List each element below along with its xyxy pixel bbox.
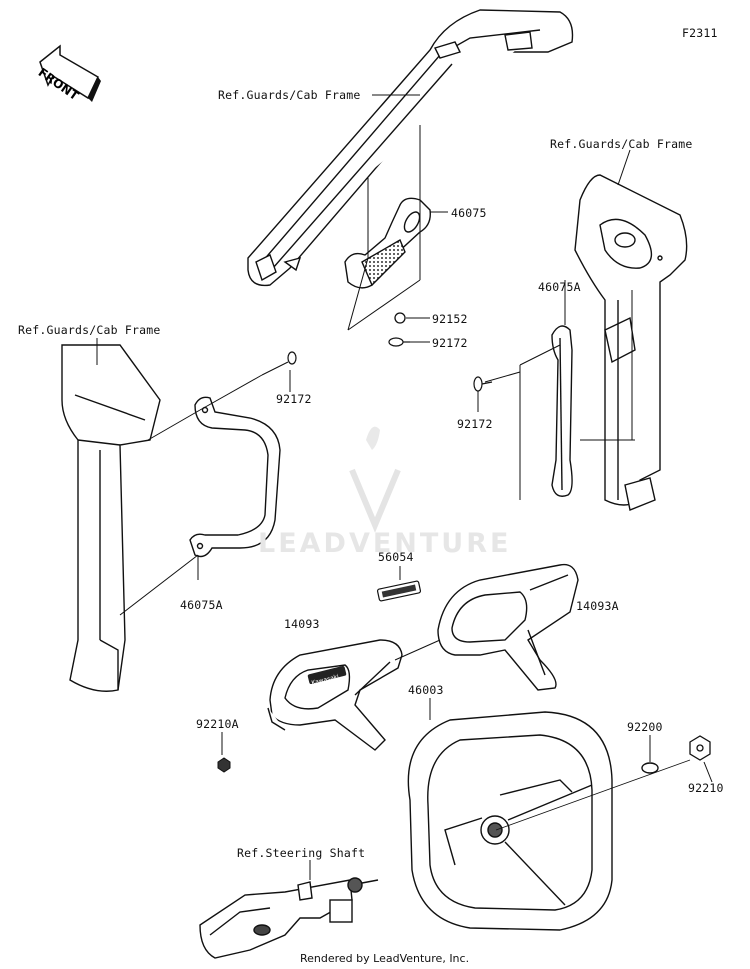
nut-92210a	[217, 757, 231, 773]
washer-92200	[641, 762, 659, 774]
label-46075: 46075	[451, 206, 487, 220]
cover-14093a	[437, 563, 579, 691]
cab-frame-right	[574, 174, 688, 511]
label-ref-cab-left: Ref.Guards/Cab Frame	[18, 323, 161, 337]
label-92210a: 92210A	[196, 717, 239, 731]
grab-handle-46075a-left	[189, 396, 281, 558]
leader-92210	[703, 761, 713, 783]
assembly-line-covers	[394, 639, 441, 661]
label-14093: 14093	[284, 617, 320, 631]
bolt-92152	[394, 312, 406, 324]
emblem-14093	[307, 665, 347, 685]
assembly-line-wheel	[495, 759, 691, 831]
cab-frame-top	[247, 9, 574, 287]
cab-frame-left	[61, 344, 161, 692]
label-92172-top: 92172	[432, 336, 468, 350]
label-92152: 92152	[432, 312, 468, 326]
label-ref-cab-top: Ref.Guards/Cab Frame	[218, 88, 361, 102]
label-92210: 92210	[688, 781, 724, 795]
label-ref-cab-right: Ref.Guards/Cab Frame	[550, 137, 693, 151]
screw-92172-top	[388, 337, 410, 347]
emblem-56054	[376, 580, 422, 602]
steering-shaft	[199, 877, 379, 959]
label-ref-steering-shaft: Ref.Steering Shaft	[237, 846, 366, 860]
label-92200: 92200	[627, 720, 663, 734]
label-46075a-left: 46075A	[180, 598, 223, 612]
steering-wheel-46003	[407, 711, 613, 931]
grab-handle-46075	[344, 197, 431, 289]
assembly-lines-left	[119, 361, 291, 616]
leader-ref-right	[617, 149, 631, 186]
cover-14093	[267, 639, 403, 751]
nut-92210	[689, 735, 711, 761]
grab-handle-46075a-right	[551, 325, 573, 497]
screw-92172-right	[473, 376, 493, 392]
front-arrow-icon	[39, 44, 101, 102]
label-46003: 46003	[408, 683, 444, 697]
watermark-logo	[349, 426, 401, 533]
label-14093a: 14093A	[576, 599, 619, 613]
credit-text: Rendered by LeadVenture, Inc.	[300, 952, 470, 965]
label-56054: 56054	[378, 550, 414, 564]
page-code: F2311	[682, 26, 718, 40]
label-92172-right: 92172	[457, 417, 493, 431]
label-46075a-right: 46075A	[538, 280, 581, 294]
watermark-text: LEADVENTURE	[258, 528, 512, 559]
assembly-lines-right	[484, 280, 635, 500]
screw-92172-left	[287, 351, 297, 365]
label-92172-left: 92172	[276, 392, 312, 406]
